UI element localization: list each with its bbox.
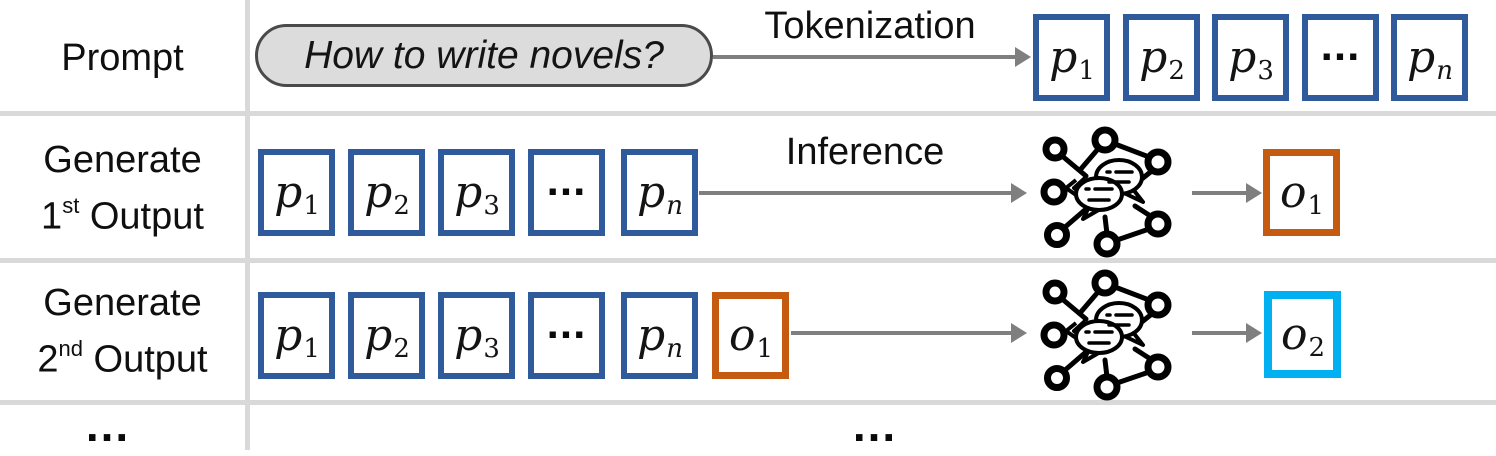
inference-arrow [699,183,1027,203]
row-label-generate-2nd: Generate 2nd Output [37,282,208,381]
arrow-head-icon [1011,183,1027,203]
arrow-shaft [791,331,1013,335]
output-arrow [1192,183,1262,203]
arrow-head-icon [1246,183,1262,203]
inference-label: Inference [785,131,945,173]
arrow-shaft [713,55,1017,59]
tokenization-label: Tokenization [764,5,976,47]
row-label-generate-1st: Generate 1st Output [41,139,204,238]
llm-model-chat-icon [1028,266,1188,401]
prompt-bubble: How to write novels? [255,24,713,87]
output-arrow [1192,323,1262,343]
arrow-head-icon [1246,323,1262,343]
token-box-ellipsis: ... [528,149,605,236]
arrow-head-icon [1011,323,1027,343]
row-divider-2 [0,258,1496,263]
tokenization-arrow [713,47,1031,67]
column-divider [245,0,250,450]
arrow-shaft [1192,191,1248,195]
row-divider-3 [0,400,1496,405]
arrow-shaft [699,191,1013,195]
continuation-ellipsis-left: ... [85,399,131,451]
row-divider-1 [0,111,1496,116]
token-box-ellipsis: ... [1302,14,1379,101]
llm-model-chat-icon [1028,123,1188,258]
token-box-ellipsis: ... [528,292,605,379]
arrow-shaft [1192,331,1248,335]
arrow-head-icon [1015,47,1031,67]
row-label-prompt: Prompt [61,37,184,79]
inference-arrow [791,323,1027,343]
prompt-text: How to write novels? [304,33,664,77]
continuation-ellipsis-middle: ... [852,399,898,451]
